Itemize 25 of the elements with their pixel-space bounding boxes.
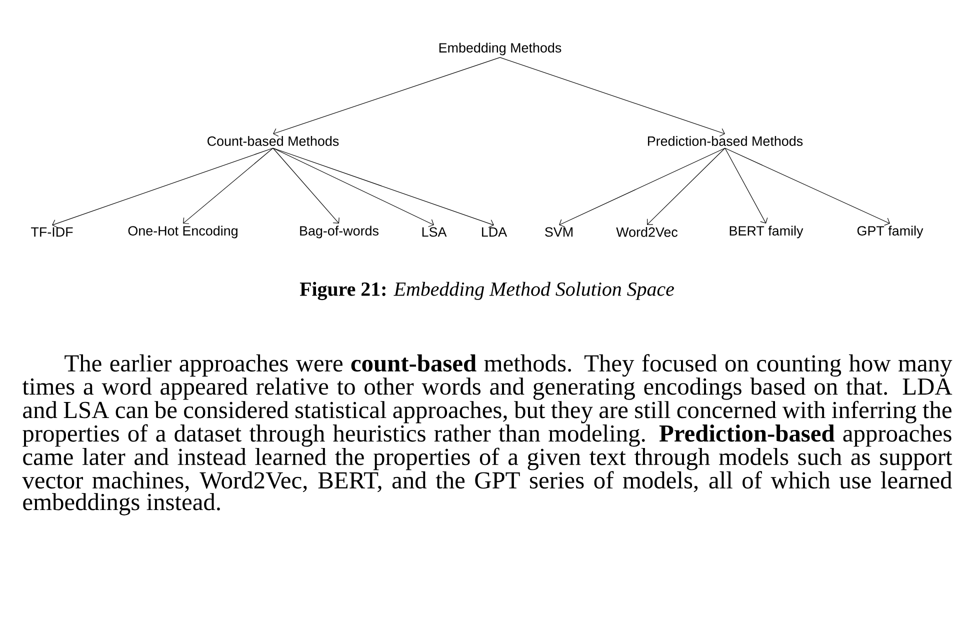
arrow	[273, 57, 500, 137]
arrow	[183, 148, 274, 224]
tree-label: Word2Vec	[616, 227, 678, 237]
arrow	[559, 148, 726, 228]
tree-label: GPT family	[857, 226, 924, 238]
arrow	[272, 148, 434, 228]
tree-label: Bag-of-words	[300, 226, 378, 238]
tree-label: TF-IDF	[31, 227, 73, 237]
tree-label: LSA	[422, 227, 447, 237]
arrow	[272, 148, 340, 224]
arrow	[647, 148, 726, 225]
tree-label: SVM	[545, 227, 572, 237]
paragraph: The earlier approaches were count-based methods. They focused on counting how many times a word appeared relative to other words and generating encodings based on that. LDA and LSA can be considered statistical approaches, but they are still concerned with inferring the properties of a dataset through heuristics rather than modeling. Prediction-based approaches came later and instead learned the properties of a given text through models such as support vector machines, Word2Vec, BERT, and the GPT series of models, all of which use learned embeddings instead.	[22, 354, 952, 516]
tree-label: Embedding Methods	[439, 42, 562, 56]
arrow	[724, 148, 768, 224]
tree-label: BERT family	[730, 226, 804, 238]
tree-label: One-Hot Encoding	[128, 226, 238, 238]
figure-caption: Figure 21: Embedding Method Solution Space	[300, 282, 674, 300]
arrow	[272, 148, 494, 228]
arrow	[724, 148, 890, 226]
tree-label: Count-based Methods	[208, 136, 339, 146]
tree-label: Prediction-based Methods	[648, 136, 803, 146]
tree-label: LDA	[482, 227, 508, 237]
arrow	[500, 57, 725, 137]
arrow	[52, 148, 274, 228]
